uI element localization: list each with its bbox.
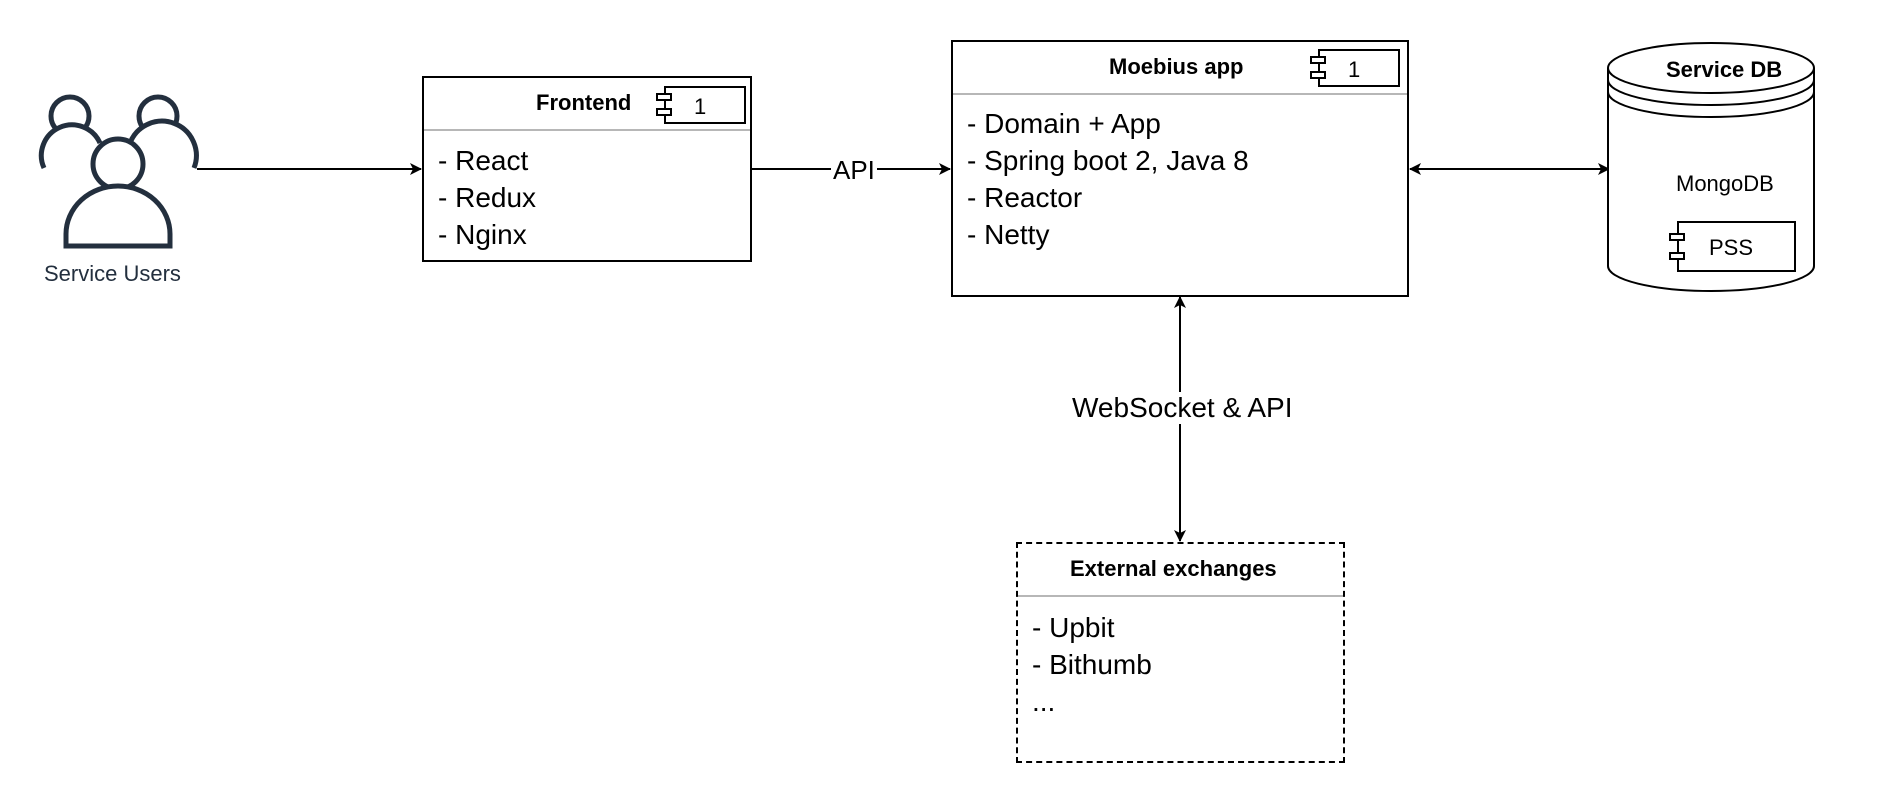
frontend-title: Frontend (536, 90, 632, 115)
external-exchange-item: - Bithumb (1032, 649, 1152, 680)
moebius-tech-item: - Netty (967, 219, 1050, 250)
edge-label-websocket-api: WebSocket & API (1070, 392, 1295, 424)
external-title: External exchanges (1070, 556, 1277, 581)
moebius-component-badge: 1 (1310, 49, 1400, 87)
moebius-tech-item: - Domain + App (967, 108, 1161, 139)
frontend-header: Frontend 1 (424, 78, 750, 131)
moebius-title: Moebius app (1109, 54, 1244, 79)
external-header: External exchanges (1018, 544, 1343, 597)
component-tab-icon (656, 93, 672, 101)
service-users-label: Service Users (44, 261, 181, 286)
external-exchange-item: - Upbit (1032, 612, 1115, 643)
frontend-tech-item: - Nginx (438, 219, 527, 250)
frontend-tech-item: - React (438, 145, 529, 176)
moebius-instance-count: 1 (1348, 57, 1361, 82)
external-exchange-list: - Upbit - Bithumb ... (1032, 609, 1152, 720)
service-db-title: Service DB (1666, 57, 1783, 82)
component-tab-icon (1669, 252, 1685, 260)
frontend-component-badge: 1 (656, 86, 746, 124)
component-tab-icon (1310, 71, 1326, 79)
users-icon (38, 94, 199, 249)
external-exchanges-component[interactable]: External exchanges - Upbit - Bithumb ... (1016, 542, 1345, 763)
moebius-header: Moebius app 1 (953, 42, 1407, 95)
frontend-instance-count: 1 (694, 94, 707, 119)
moebius-tech-item: - Reactor (967, 182, 1083, 213)
moebius-app-component[interactable]: Moebius app 1 - Domain + App - Spring bo… (951, 40, 1409, 297)
moebius-tech-list: - Domain + App - Spring boot 2, Java 8 -… (967, 105, 1249, 253)
moebius-tech-item: - Spring boot 2, Java 8 (967, 145, 1249, 176)
external-exchange-item: ... (1032, 686, 1056, 717)
component-tab-icon (656, 108, 672, 116)
component-tab-icon (1669, 233, 1685, 241)
frontend-tech-item: - Redux (438, 182, 537, 213)
component-tab-icon (1310, 56, 1326, 64)
service-db-engine: MongoDB (1676, 171, 1774, 196)
frontend-component[interactable]: Frontend 1 - React - Redux - Nginx (422, 76, 752, 262)
pss-component[interactable]: PSS (1669, 221, 1796, 272)
edge-label-api: API (831, 155, 877, 186)
pss-label: PSS (1709, 235, 1754, 260)
frontend-tech-list: - React - Redux - Nginx (438, 142, 536, 253)
